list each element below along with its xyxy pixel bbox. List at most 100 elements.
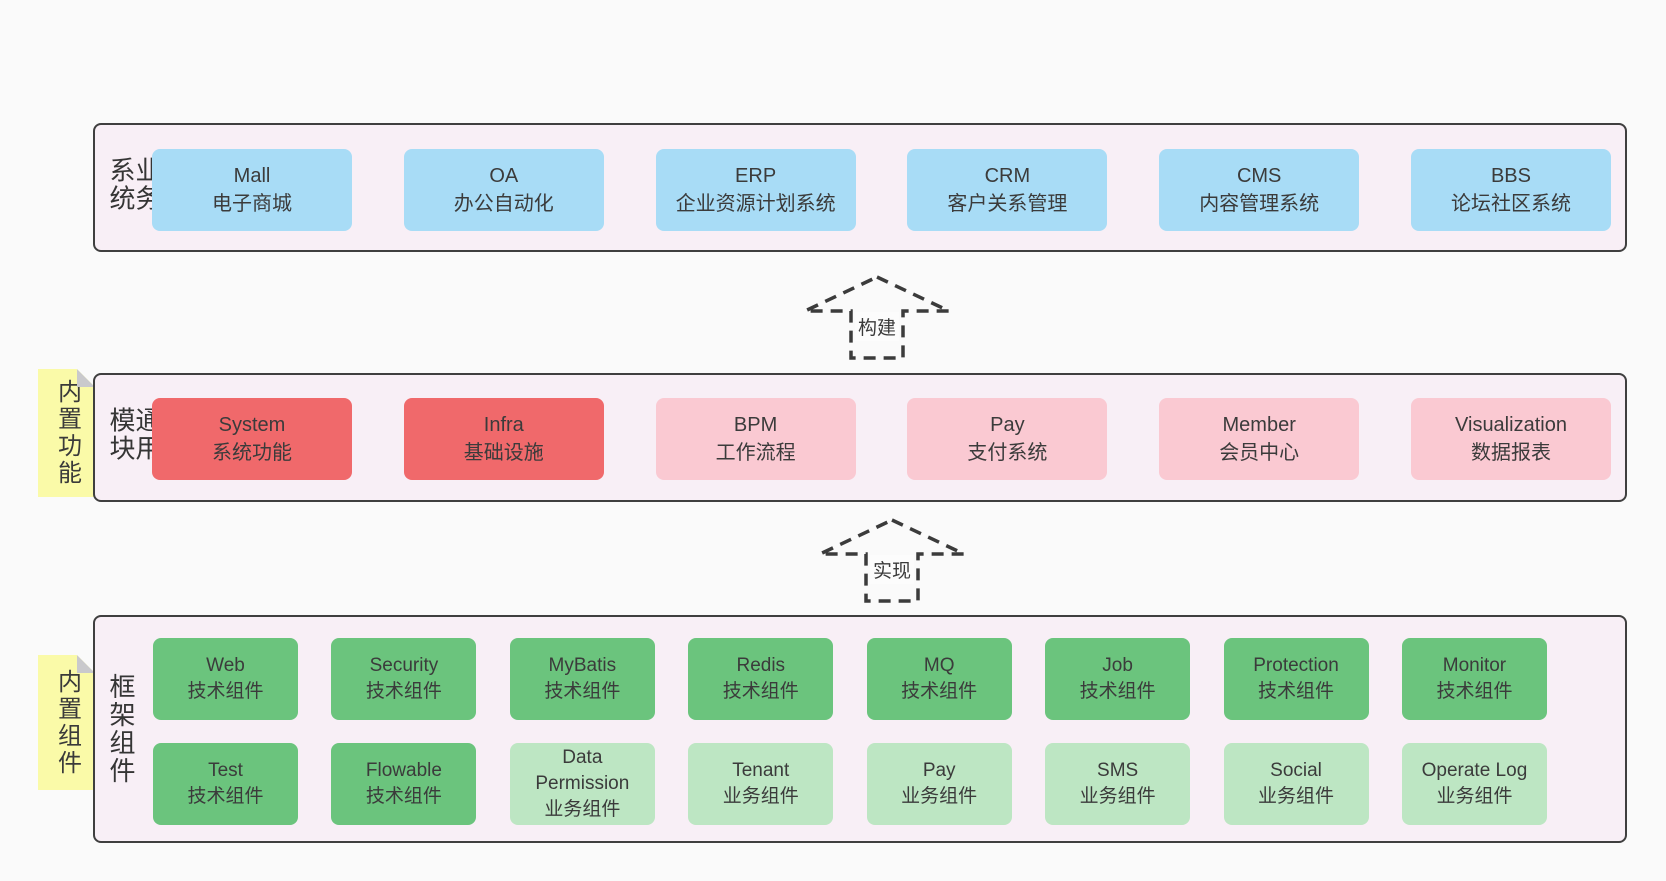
- box-bpm: BPM 工作流程: [655, 398, 856, 480]
- box-title: Security: [369, 655, 439, 676]
- box-subtitle: 企业资源计划系统: [675, 193, 836, 215]
- arrow-build: 构建: [802, 275, 952, 360]
- box-system: System 系统功能: [152, 398, 352, 480]
- box-subtitle: 业务组件: [901, 786, 978, 807]
- box-subtitle: 业务组件: [1079, 786, 1156, 807]
- box-title: Data Permission: [535, 747, 630, 794]
- box-subtitle: 数据报表: [1470, 442, 1551, 464]
- box-pay: Pay 支付系统: [907, 398, 1108, 480]
- box-cms: CMS 内容管理系统: [1159, 149, 1360, 231]
- box-visualization: Visualization 数据报表: [1410, 398, 1611, 480]
- arrow-implement: 实现: [817, 518, 967, 603]
- box-job: Job 技术组件: [1045, 638, 1191, 720]
- box-subtitle: 技术组件: [187, 786, 264, 807]
- box-subtitle: 技术组件: [544, 681, 621, 702]
- box-crm: CRM 客户关系管理: [907, 149, 1108, 231]
- layer-side-label: 通用模块: [106, 406, 162, 463]
- box-subtitle: 内容管理系统: [1199, 193, 1320, 215]
- arrow-label: 实现: [869, 555, 915, 584]
- box-title: Pay: [922, 760, 956, 781]
- box-title: Test: [208, 760, 243, 781]
- box-subtitle: 业务组件: [1436, 786, 1513, 807]
- box-subtitle: 系统功能: [212, 442, 292, 464]
- box-subtitle: 技术组件: [722, 681, 799, 702]
- box-title: BBS: [1490, 165, 1531, 187]
- business-systems-row: Mall 电子商城 OA 办公自动化 ERP 企业资源计划系统 CRM 客户关系管理 CMS 内容…: [152, 149, 1611, 231]
- box-title: Redis: [736, 655, 786, 676]
- sticky-note-builtin-components: 内置组件: [38, 655, 95, 790]
- box-subtitle: 论坛社区系统: [1450, 193, 1571, 215]
- box-title: ERP: [735, 165, 777, 187]
- box-data-permission: Data Permission 业务组件: [509, 743, 655, 825]
- box-subtitle: 客户关系管理: [947, 193, 1068, 215]
- up-block-arrow-icon: [804, 275, 950, 360]
- box-redis: Redis 技术组件: [688, 638, 834, 720]
- box-title: Web: [206, 655, 245, 676]
- box-subtitle: 会员中心: [1219, 442, 1300, 464]
- box-title: Mall: [233, 165, 271, 187]
- box-title: System: [218, 414, 286, 436]
- box-title: Visualization: [1455, 414, 1567, 436]
- box-title: Protection: [1253, 655, 1339, 676]
- box-subtitle: 技术组件: [1258, 681, 1335, 702]
- box-tenant: Tenant 业务组件: [688, 743, 834, 825]
- box-title: Operate Log: [1421, 760, 1528, 781]
- box-social: Social 业务组件: [1223, 743, 1369, 825]
- box-security: Security 技术组件: [331, 638, 477, 720]
- box-title: BPM: [733, 414, 778, 436]
- box-subtitle: 业务组件: [544, 799, 621, 820]
- box-subtitle: 技术组件: [1436, 681, 1513, 702]
- layer-side-label: 框架组件: [106, 673, 136, 785]
- box-sms: SMS 业务组件: [1045, 743, 1191, 825]
- box-title: SMS: [1097, 760, 1139, 781]
- box-subtitle: 技术组件: [901, 681, 978, 702]
- box-subtitle: 电子商城: [212, 193, 292, 215]
- box-subtitle: 办公自动化: [453, 193, 554, 215]
- box-pay: Pay 业务组件: [866, 743, 1012, 825]
- box-subtitle: 业务组件: [1258, 786, 1335, 807]
- box-title: Tenant: [732, 760, 790, 781]
- box-mall: Mall 电子商城: [152, 149, 352, 231]
- box-bbs: BBS 论坛社区系统: [1410, 149, 1611, 231]
- box-title: CMS: [1236, 165, 1282, 187]
- box-monitor: Monitor 技术组件: [1401, 638, 1547, 720]
- box-mybatis: MyBatis 技术组件: [509, 638, 655, 720]
- sticky-note-label: 内置功能: [53, 379, 81, 487]
- box-title: Social: [1270, 760, 1322, 781]
- box-title: Job: [1102, 655, 1133, 676]
- box-web: Web 技术组件: [153, 638, 298, 720]
- box-subtitle: 技术组件: [365, 786, 442, 807]
- box-erp: ERP 企业资源计划系统: [655, 149, 856, 231]
- box-protection: Protection 技术组件: [1223, 638, 1369, 720]
- box-subtitle: 技术组件: [187, 681, 264, 702]
- box-member: Member 会员中心: [1159, 398, 1360, 480]
- box-title: MyBatis: [548, 655, 617, 676]
- box-subtitle: 支付系统: [967, 442, 1048, 464]
- box-test: Test 技术组件: [153, 743, 298, 825]
- box-subtitle: 业务组件: [722, 786, 799, 807]
- box-subtitle: 技术组件: [1079, 681, 1156, 702]
- box-subtitle: 技术组件: [365, 681, 442, 702]
- box-oa: OA 办公自动化: [403, 149, 604, 231]
- box-title: OA: [489, 165, 519, 187]
- box-title: CRM: [984, 165, 1031, 187]
- box-title: Monitor: [1442, 655, 1507, 676]
- box-title: Member: [1222, 414, 1296, 436]
- box-subtitle: 工作流程: [715, 442, 796, 464]
- sticky-note-builtin-features: 内置功能: [38, 369, 95, 497]
- up-block-arrow-icon: [819, 518, 965, 603]
- box-subtitle: 基础设施: [463, 442, 544, 464]
- arrow-label: 构建: [854, 312, 900, 341]
- box-operate-log: Operate Log 业务组件: [1401, 743, 1547, 825]
- box-title: MQ: [923, 655, 955, 676]
- box-title: Pay: [990, 414, 1025, 436]
- sticky-note-label: 内置组件: [53, 668, 81, 777]
